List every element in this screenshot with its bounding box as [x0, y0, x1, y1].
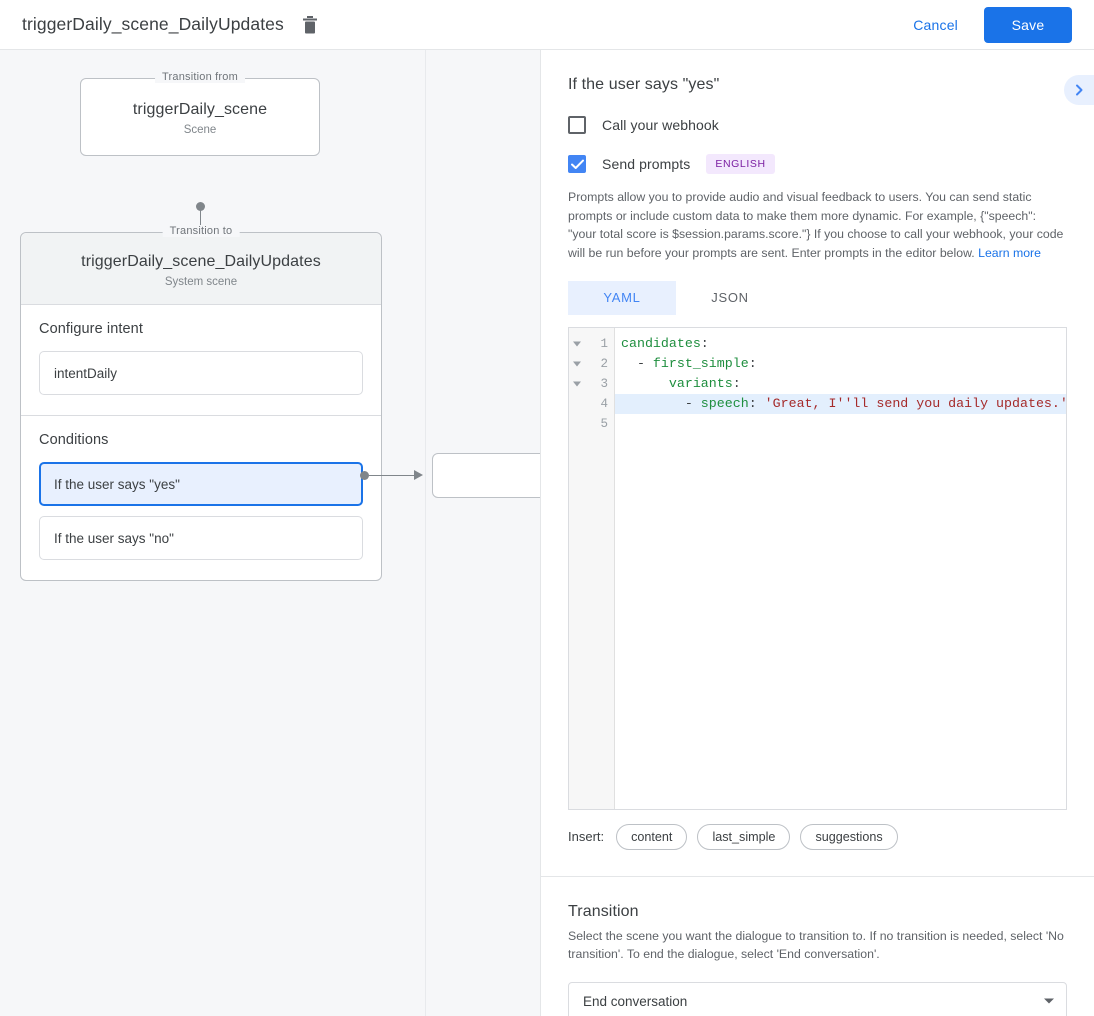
conditions-label: Conditions — [39, 432, 109, 448]
intent-value-box[interactable]: intentDaily — [39, 351, 363, 395]
conditions-section: Conditions If the user says "yes" If the… — [21, 416, 381, 580]
insert-chips-row: Insert: content last_simple suggestions — [568, 823, 1067, 876]
insert-chip-last-simple[interactable]: last_simple — [697, 823, 791, 850]
insert-chip-content[interactable]: content — [616, 823, 688, 850]
send-prompts-checkbox[interactable] — [568, 155, 586, 173]
send-prompts-row[interactable]: Send prompts ENGLISH — [568, 154, 1067, 174]
call-webhook-label: Call your webhook — [602, 117, 719, 133]
line-number: 5 — [600, 416, 608, 431]
code-indent: - — [621, 355, 653, 371]
save-button[interactable]: Save — [984, 6, 1072, 43]
condition-edge-dot — [360, 471, 369, 480]
insert-chip-suggestions[interactable]: suggestions — [800, 823, 898, 850]
expand-panel-button[interactable] — [1064, 75, 1094, 105]
transition-to-legend: Transition to — [162, 225, 240, 237]
check-icon — [570, 159, 584, 169]
edge-arrow-right-icon — [414, 470, 423, 480]
fold-arrow-icon[interactable] — [573, 341, 581, 347]
learn-more-link[interactable]: Learn more — [978, 246, 1041, 261]
line-number: 2 — [600, 356, 608, 371]
panel-section-divider — [541, 875, 1094, 877]
line-number: 4 — [600, 396, 608, 411]
fold-arrow-icon[interactable] — [573, 381, 581, 387]
transition-heading: Transition — [568, 902, 639, 920]
line-number: 3 — [600, 376, 608, 391]
chevron-right-icon — [1076, 84, 1083, 96]
condition-details-panel: If the user says "yes" Call your webhook… — [540, 50, 1094, 1016]
transition-to-node[interactable]: Transition to triggerDaily_scene_DailyUp… — [20, 225, 382, 581]
code-line-4: - speech: 'Great, I''ll send you daily u… — [615, 393, 1066, 414]
editor-gutter: 1 2 3 4 5 — [569, 327, 615, 809]
line-number: 1 — [600, 336, 608, 351]
code-line-1: candidates: — [615, 334, 1066, 354]
transition-to-title: triggerDaily_scene_DailyUpdates — [81, 253, 321, 270]
code-string-value: 'Great, I''ll send you daily updates.' — [764, 395, 1066, 411]
scene-graph-canvas[interactable]: Transition from triggerDaily_scene Scene… — [0, 50, 540, 1016]
transition-from-node[interactable]: Transition from triggerDaily_scene Scene — [80, 71, 320, 156]
send-prompts-label: Send prompts — [602, 156, 691, 172]
code-line-3: variants: — [615, 374, 1066, 394]
condition-item-yes[interactable]: If the user says "yes" — [39, 462, 363, 506]
transition-block: Transition Select the scene you want the… — [541, 877, 1094, 1016]
tab-yaml[interactable]: YAML — [568, 280, 676, 315]
code-key: speech — [700, 395, 749, 411]
panel-heading: If the user says "yes" — [568, 76, 720, 93]
call-webhook-checkbox[interactable] — [568, 116, 586, 134]
prompts-help-text: Prompts allow you to provide audio and v… — [568, 188, 1067, 263]
chevron-down-icon — [1044, 998, 1054, 1004]
gutter-row: 4 — [569, 394, 614, 414]
prompt-code-editor[interactable]: 1 2 3 4 5 candidates: - first_simple: va… — [568, 326, 1067, 810]
code-key: first_simple — [652, 355, 749, 371]
code-colon: : — [748, 395, 765, 411]
edge-source-dot — [196, 202, 205, 211]
code-indent — [621, 376, 669, 391]
editor-code-area[interactable]: candidates: - first_simple: variants: - … — [615, 328, 1066, 809]
gutter-row: 5 — [569, 414, 614, 434]
webhook-row[interactable]: Call your webhook — [568, 116, 1067, 134]
editor-format-tabs: YAML JSON — [568, 280, 1067, 315]
language-badge: ENGLISH — [706, 154, 775, 174]
condition-item-no[interactable]: If the user says "no" — [39, 516, 363, 560]
transition-from-subtitle: Scene — [183, 124, 217, 136]
code-colon: : — [748, 355, 757, 371]
code-line-5 — [615, 414, 1066, 434]
transition-to-header: triggerDaily_scene_DailyUpdates System s… — [21, 233, 381, 305]
configure-intent-label: Configure intent — [39, 321, 143, 337]
gutter-row: 1 — [569, 334, 614, 354]
trash-icon — [302, 15, 317, 33]
transition-from-title: triggerDaily_scene — [132, 101, 268, 118]
transition-to-subtitle: System scene — [164, 276, 238, 288]
gutter-row: 3 — [569, 374, 614, 394]
page-title: triggerDaily_scene_DailyUpdates — [22, 14, 284, 34]
transition-target-select[interactable]: End conversation — [568, 982, 1067, 1016]
configure-intent-section: Configure intent intentDaily — [21, 305, 381, 416]
insert-label: Insert: — [568, 829, 605, 845]
edge-horizontal-line — [369, 475, 417, 476]
transition-help-text: Select the scene you want the dialogue t… — [568, 928, 1064, 962]
transition-target-value: End conversation — [583, 993, 688, 1009]
transition-from-legend: Transition from — [155, 71, 245, 83]
fold-arrow-icon[interactable] — [573, 361, 581, 367]
code-colon: : — [700, 335, 709, 351]
prompts-block: If the user says "yes" Call your webhook… — [541, 50, 1094, 876]
target-node-partial[interactable] — [432, 453, 540, 498]
gutter-row: 2 — [569, 354, 614, 374]
code-colon: : — [732, 375, 741, 391]
code-line-2: - first_simple: — [615, 354, 1066, 374]
prompts-help-body: Prompts allow you to provide audio and v… — [568, 190, 1064, 261]
canvas-vertical-divider — [425, 50, 426, 1016]
code-key: candidates — [621, 335, 701, 351]
code-key: variants — [668, 375, 733, 391]
app-bar: triggerDaily_scene_DailyUpdates Cancel S… — [0, 0, 1094, 50]
tab-json[interactable]: JSON — [676, 281, 784, 315]
delete-button[interactable] — [298, 13, 322, 37]
code-indent: - — [621, 395, 701, 411]
cancel-button[interactable]: Cancel — [901, 9, 970, 41]
